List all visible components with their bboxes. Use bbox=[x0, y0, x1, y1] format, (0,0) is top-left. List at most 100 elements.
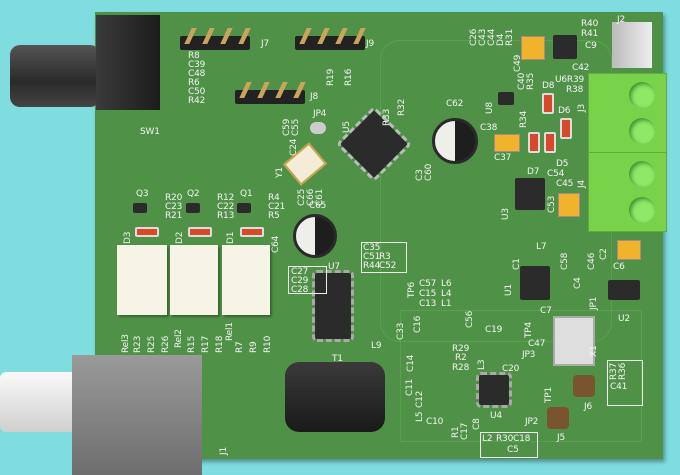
silkscreen-label: Rel3 bbox=[121, 334, 131, 353]
diode-d5 bbox=[544, 132, 556, 153]
usb-connector-j2[interactable] bbox=[612, 22, 652, 68]
silkscreen-label: U1 bbox=[504, 284, 514, 296]
ic-u1 bbox=[520, 266, 550, 300]
button-j5[interactable] bbox=[547, 407, 569, 429]
silkscreen-label: U5 bbox=[342, 121, 352, 133]
capacitor-c37 bbox=[494, 134, 520, 152]
diode-d3 bbox=[135, 227, 159, 237]
silkscreen-label: R34 bbox=[519, 110, 529, 128]
terminal-block-j4[interactable] bbox=[588, 152, 667, 232]
silkscreen-label: C50 bbox=[188, 87, 206, 97]
silkscreen-label: C19 bbox=[485, 325, 503, 335]
silkscreen-label: D6 bbox=[558, 106, 571, 116]
capacitor-c65 bbox=[293, 214, 337, 258]
diode-d1 bbox=[240, 227, 264, 237]
silkscreen-label: J5 bbox=[557, 433, 565, 443]
silkscreen-label: C28 bbox=[291, 285, 309, 295]
silkscreen-label: TP6 bbox=[407, 281, 417, 298]
silkscreen-label: R42 bbox=[188, 96, 206, 106]
silkscreen-label: L1 bbox=[441, 299, 452, 309]
header-j8[interactable] bbox=[235, 82, 306, 104]
silkscreen-label: C12 bbox=[415, 390, 425, 408]
silkscreen-label: C2 bbox=[599, 248, 609, 260]
silkscreen-label: C18 bbox=[513, 434, 531, 444]
relay-rel1 bbox=[222, 245, 270, 315]
silkscreen-label: L3 bbox=[477, 359, 487, 370]
connector-j1-plug[interactable] bbox=[0, 372, 80, 432]
silkscreen-label: C56 bbox=[465, 310, 475, 328]
silkscreen-label: R41 bbox=[581, 29, 599, 39]
silkscreen-label: R17 bbox=[201, 335, 211, 353]
silkscreen-label: L6 bbox=[441, 279, 452, 289]
jumper-jp4[interactable] bbox=[310, 122, 326, 134]
silkscreen-label: JP3 bbox=[522, 350, 536, 360]
silkscreen-label: C27 bbox=[291, 267, 309, 277]
silkscreen-label: R3 bbox=[379, 252, 391, 262]
silkscreen-label: R38 bbox=[566, 85, 584, 95]
ic-u4 bbox=[476, 372, 512, 408]
silkscreen-label: R19 bbox=[326, 68, 336, 86]
silkscreen-label: Q3 bbox=[136, 189, 149, 199]
header-j9[interactable] bbox=[295, 28, 366, 50]
silkscreen-label: C33 bbox=[396, 322, 406, 340]
silkscreen-label: J2 bbox=[617, 15, 625, 25]
switch-knob[interactable] bbox=[10, 45, 100, 107]
relay-rel3 bbox=[117, 245, 167, 315]
silkscreen-label: L7 bbox=[536, 242, 547, 252]
silkscreen-label: T1 bbox=[332, 354, 343, 364]
switch-sw1-body[interactable] bbox=[96, 15, 160, 110]
diode-d6 bbox=[560, 118, 572, 139]
silkscreen-label: X1 bbox=[589, 345, 599, 358]
silkscreen-group-box bbox=[607, 360, 643, 406]
silkscreen-label: C35 bbox=[363, 243, 381, 253]
silkscreen-label: C51 bbox=[363, 252, 381, 262]
silkscreen-label: R20 bbox=[165, 193, 183, 203]
header-j7[interactable] bbox=[180, 28, 251, 50]
silkscreen-label: JP1 bbox=[589, 296, 599, 310]
silkscreen-label: U4 bbox=[490, 411, 502, 421]
silkscreen-label: TP1 bbox=[544, 386, 554, 403]
silkscreen-label: R28 bbox=[452, 363, 470, 373]
silkscreen-label: Rel2 bbox=[174, 329, 184, 348]
silkscreen-label: R7 bbox=[235, 341, 245, 353]
silkscreen-label: R9 bbox=[249, 341, 259, 353]
silkscreen-label: J6 bbox=[584, 402, 592, 412]
silkscreen-label: R15 bbox=[187, 335, 197, 353]
silkscreen-label: C8 bbox=[472, 418, 482, 430]
silkscreen-label: C17 bbox=[460, 422, 470, 440]
silkscreen-label: Rel1 bbox=[225, 322, 235, 341]
silkscreen-label: U8 bbox=[485, 102, 495, 114]
silkscreen-label: U2 bbox=[618, 314, 630, 324]
silkscreen-label: C15 bbox=[419, 289, 437, 299]
silkscreen-label: R18 bbox=[215, 335, 225, 353]
relay-rel2 bbox=[170, 245, 218, 315]
button-j6[interactable] bbox=[573, 375, 595, 397]
silkscreen-label: C58 bbox=[560, 252, 570, 270]
silkscreen-label: C24 bbox=[289, 138, 299, 156]
silkscreen-label: L9 bbox=[371, 341, 382, 351]
silkscreen-label: R2 bbox=[455, 353, 467, 363]
silkscreen-label: U3 bbox=[501, 208, 511, 220]
silkscreen-label: R12 bbox=[217, 193, 235, 203]
silkscreen-label: U6R39 bbox=[555, 75, 585, 85]
diode-d2 bbox=[188, 227, 212, 237]
silkscreen-label: R4 bbox=[268, 193, 280, 203]
silkscreen-label: Y1 bbox=[275, 167, 285, 178]
silkscreen-label: R25 bbox=[147, 335, 157, 353]
silkscreen-label: R16 bbox=[344, 68, 354, 86]
crystal-x1 bbox=[553, 316, 595, 366]
silkscreen-label: C5 bbox=[507, 445, 519, 455]
silkscreen-label: C65 bbox=[309, 201, 327, 211]
silkscreen-label: R29 bbox=[452, 344, 470, 354]
copper-trace bbox=[400, 310, 642, 442]
silkscreen-label: C46 bbox=[587, 252, 597, 270]
silkscreen-label: J9 bbox=[366, 39, 374, 49]
silkscreen-label: C7 bbox=[540, 306, 552, 316]
silkscreen-label: U7 bbox=[328, 262, 340, 272]
silkscreen-label: R30 bbox=[496, 434, 514, 444]
silkscreen-label: J3 bbox=[577, 104, 587, 112]
silkscreen-label: R21 bbox=[165, 211, 183, 221]
silkscreen-label: C9 bbox=[585, 41, 597, 51]
terminal-block-j3[interactable] bbox=[588, 73, 667, 153]
connector-j1-body[interactable] bbox=[72, 355, 202, 475]
